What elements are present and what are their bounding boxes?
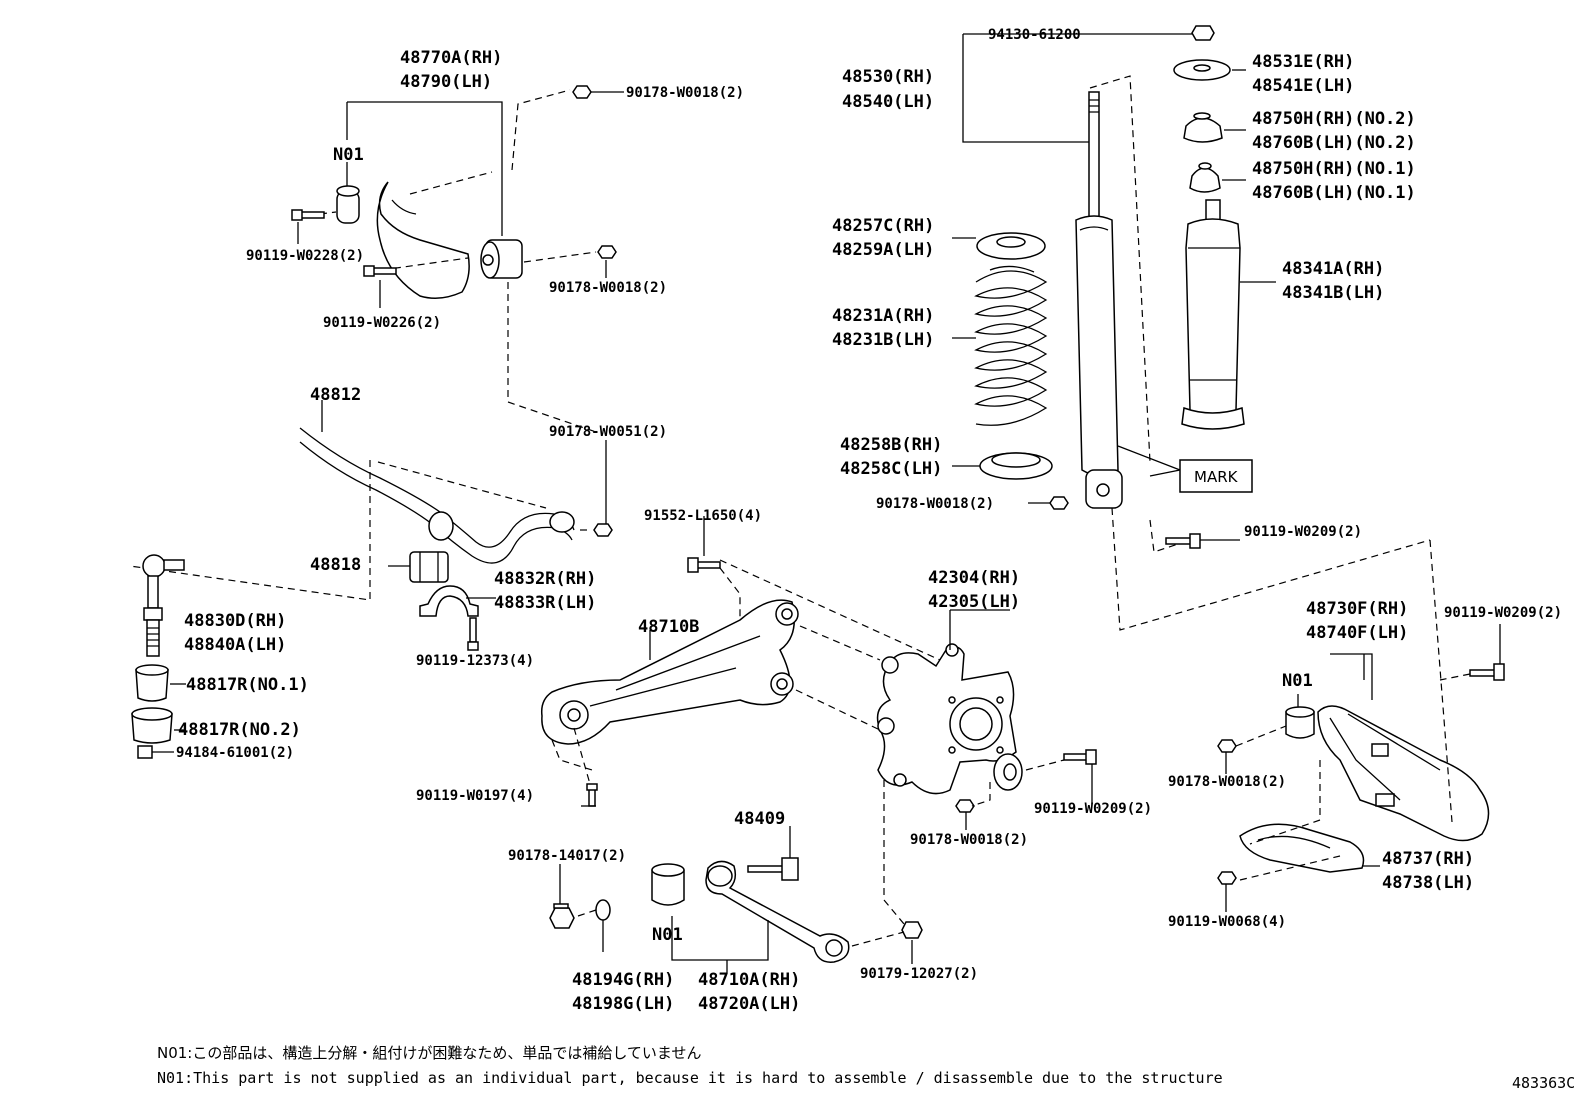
label-48770A: 48770A(RH) <box>400 48 502 68</box>
label-48531E: 48531E(RH) <box>1252 52 1354 72</box>
shock-absorber-assembly <box>962 25 1431 631</box>
trailing-arm-assembly <box>1217 539 1505 912</box>
label-90119-12373: 90119-12373(4) <box>416 653 534 669</box>
label-48750H-no1: 48750H(RH)(NO.1) <box>1252 159 1416 179</box>
label-48257C: 48257C(RH) <box>832 216 934 236</box>
label-48541E: 48541E(LH) <box>1252 76 1354 96</box>
label-90178-14017: 90178-14017(2) <box>508 848 626 864</box>
label-mark: MARK <box>1194 468 1239 486</box>
label-48341B: 48341B(LH) <box>1282 283 1384 303</box>
label-48258C: 48258C(LH) <box>840 459 942 479</box>
label-48198G: 48198G(LH) <box>572 994 674 1014</box>
label-42305: 42305(LH) <box>928 592 1020 612</box>
label-90119-W0068: 90119-W0068(4) <box>1168 914 1286 930</box>
label-48738: 48738(LH) <box>1382 873 1474 893</box>
drawing-id: 483363C <box>1512 1074 1575 1092</box>
lower-arm-assembly <box>540 516 941 807</box>
label-90178-W0018-a: 90178-W0018(2) <box>626 85 744 101</box>
label-n01-toe: N01 <box>652 925 683 945</box>
label-90119-W0209-a: 90119-W0209(2) <box>1244 524 1362 540</box>
label-90179-12027: 90179-12027(2) <box>860 966 978 982</box>
label-94130: 94130-61200 <box>988 27 1081 43</box>
label-n01-upper: N01 <box>333 145 364 165</box>
label-90178-W0018-e: 90178-W0018(2) <box>910 832 1028 848</box>
label-48710B: 48710B <box>638 617 699 637</box>
label-48720A: 48720A(LH) <box>698 994 800 1014</box>
label-48833R: 48833R(LH) <box>494 593 596 613</box>
note-japanese: N01:この部品は、構造上分解・組付けが困難なため、単品では補給していません <box>157 1044 701 1062</box>
upper-arm-assembly <box>291 85 624 433</box>
label-48840A: 48840A(LH) <box>184 635 286 655</box>
label-48258B: 48258B(RH) <box>840 435 942 455</box>
label-48231B: 48231B(LH) <box>832 330 934 350</box>
note-english: N01:This part is not supplied as an indi… <box>157 1069 1223 1087</box>
label-48259A: 48259A(LH) <box>832 240 934 260</box>
stabilizer-bar-assembly <box>129 400 613 759</box>
label-48737: 48737(RH) <box>1382 849 1474 869</box>
label-48830D: 48830D(RH) <box>184 611 286 631</box>
toe-link-assembly <box>549 826 923 974</box>
label-48341A: 48341A(RH) <box>1282 259 1384 279</box>
spring-assembly <box>952 232 1053 480</box>
label-90178-W0051: 90178-W0051(2) <box>549 424 667 440</box>
label-42304: 42304(RH) <box>928 568 1020 588</box>
label-48817R-no1: 48817R(NO.1) <box>186 675 309 695</box>
label-90119-W0209-c: 90119-W0209(2) <box>1034 801 1152 817</box>
label-90178-W0018-c: 90178-W0018(2) <box>876 496 994 512</box>
label-90119-W0209-b: 90119-W0209(2) <box>1444 605 1562 621</box>
label-90119-W0228: 90119-W0228(2) <box>246 248 364 264</box>
label-48760B-no1: 48760B(LH)(NO.1) <box>1252 183 1416 203</box>
label-48231A: 48231A(RH) <box>832 306 934 326</box>
label-48194G: 48194G(RH) <box>572 970 674 990</box>
label-48750H-no2: 48750H(RH)(NO.2) <box>1252 109 1416 129</box>
label-48812: 48812 <box>310 385 361 405</box>
label-48540: 48540(LH) <box>842 92 934 112</box>
label-90178-W0018-b: 90178-W0018(2) <box>549 280 667 296</box>
label-n01-trailing: N01 <box>1282 671 1313 691</box>
label-48832R: 48832R(RH) <box>494 569 596 589</box>
label-48409: 48409 <box>734 809 785 829</box>
label-48818: 48818 <box>310 555 361 575</box>
label-48790: 48790(LH) <box>400 72 492 92</box>
upper-mounts <box>1173 59 1276 430</box>
label-48730F: 48730F(RH) <box>1306 599 1408 619</box>
label-48760B-no2: 48760B(LH)(NO.2) <box>1252 133 1416 153</box>
label-48740F: 48740F(LH) <box>1306 623 1408 643</box>
label-48817R-no2: 48817R(NO.2) <box>178 720 301 740</box>
label-90178-W0018-d: 90178-W0018(2) <box>1168 774 1286 790</box>
label-91552: 91552-L1650(4) <box>644 508 762 524</box>
knuckle-assembly <box>876 609 1097 925</box>
label-90119-W0197: 90119-W0197(4) <box>416 788 534 804</box>
label-48530: 48530(RH) <box>842 67 934 87</box>
label-48710A: 48710A(RH) <box>698 970 800 990</box>
label-90119-W0226: 90119-W0226(2) <box>323 315 441 331</box>
label-94184: 94184-61001(2) <box>176 745 294 761</box>
